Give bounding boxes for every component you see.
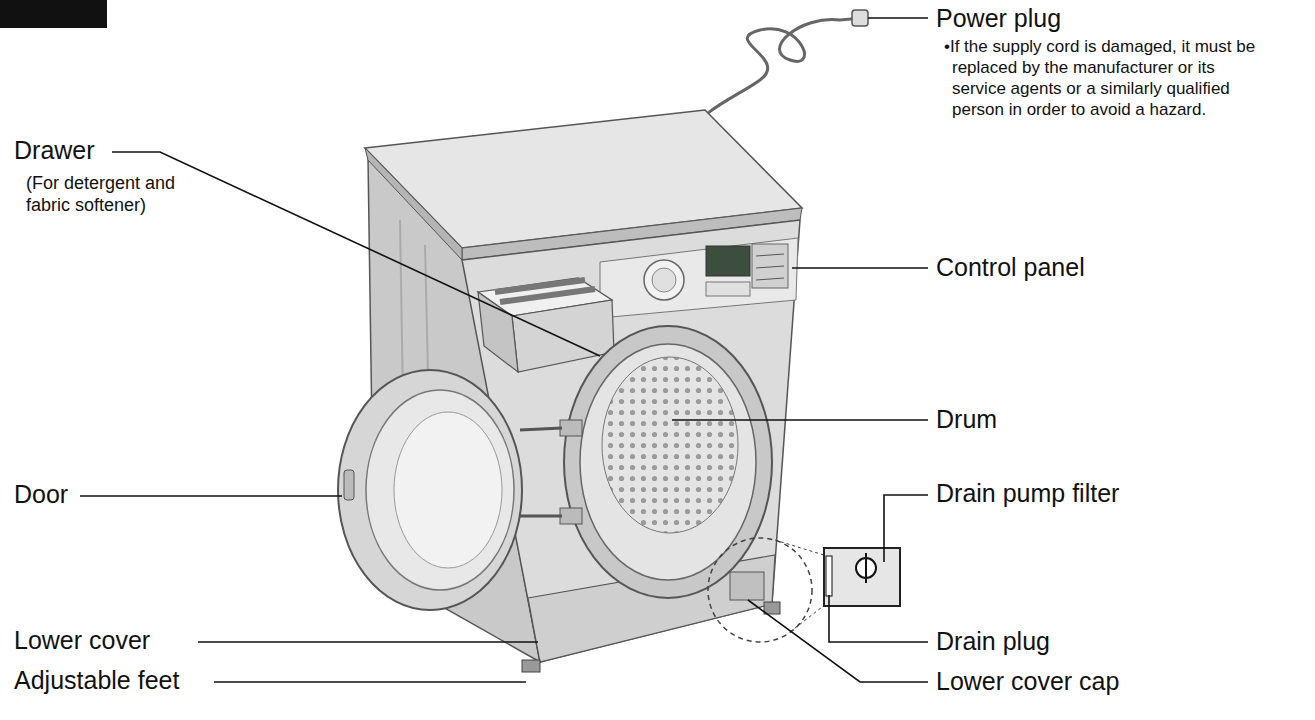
part-name: Power plug <box>936 4 1061 33</box>
inset-view <box>824 548 900 606</box>
plug-symbol <box>852 10 868 26</box>
drum-rim <box>564 326 772 598</box>
door <box>338 370 522 610</box>
foot <box>522 660 540 672</box>
part-name: Drum <box>936 405 997 434</box>
part-name: Adjustable feet <box>14 666 179 695</box>
drum <box>602 357 738 533</box>
warning-note: •If the supply cord is damaged, it must … <box>944 36 1272 120</box>
power-cord <box>690 18 862 135</box>
display <box>706 246 750 276</box>
lower-cover-cap <box>730 572 764 600</box>
corner-tab <box>0 0 107 28</box>
part-name: Lower cover cap <box>936 667 1119 696</box>
program-dial <box>644 260 684 300</box>
part-name: Drawer <box>14 136 95 165</box>
part-note: (For detergent and fabric softener) <box>26 172 206 216</box>
leader-lines <box>80 18 928 682</box>
drain-plug-symbol <box>826 556 832 596</box>
part-name: Door <box>14 480 68 509</box>
part-name: Lower cover <box>14 626 150 655</box>
part-name: Drain plug <box>936 627 1050 656</box>
part-name: Control panel <box>936 253 1085 282</box>
part-name: Drain pump filter <box>936 479 1119 508</box>
